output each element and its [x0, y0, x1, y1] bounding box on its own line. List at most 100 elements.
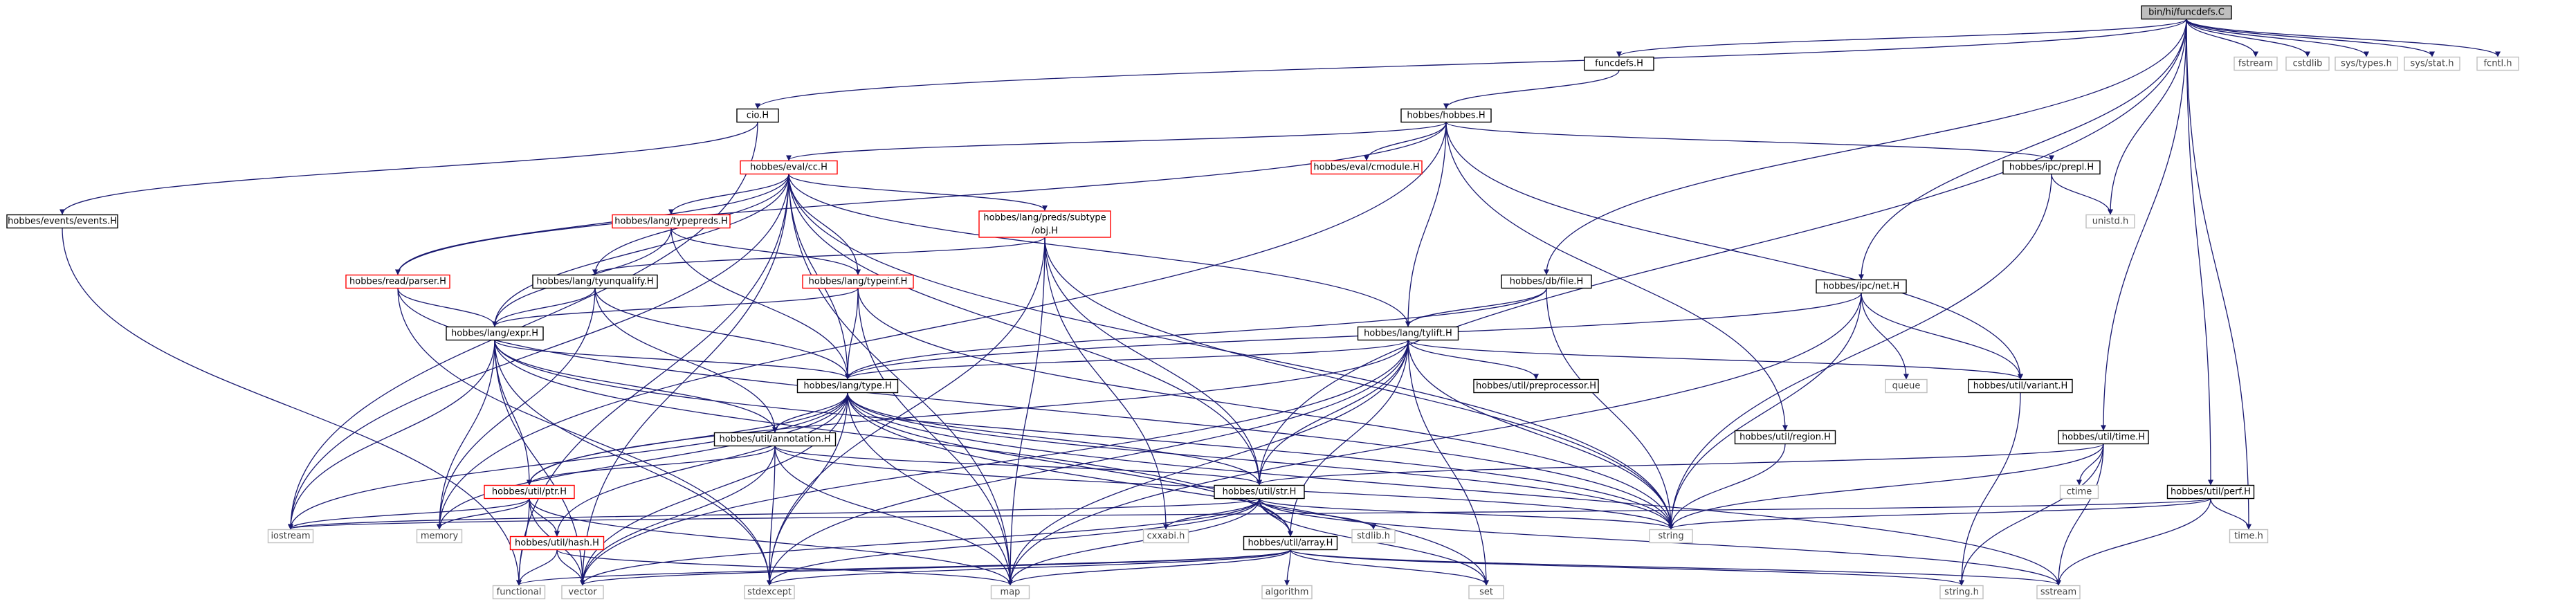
- edge-type_h-to-hash_h: [554, 392, 848, 537]
- node-region_h[interactable]: hobbes/util/region.H: [1734, 430, 1836, 445]
- edge-tylift_h-to-array_h: [1288, 340, 1409, 537]
- edge-root-to-fstream: [2186, 19, 2258, 57]
- edge-root-to-file_h: [1544, 19, 2187, 275]
- edge-net_h-to-variant_h: [1861, 293, 2023, 380]
- node-box-unistd_h: [2085, 214, 2135, 229]
- node-tylift_h[interactable]: hobbes/lang/tylift.H: [1357, 326, 1459, 341]
- node-parser_h[interactable]: hobbes/read/parser.H: [345, 274, 450, 289]
- edge-file_h-to-string: [1546, 288, 1674, 530]
- node-hash_h[interactable]: hobbes/util/hash.H: [509, 536, 605, 551]
- edge-root-to-time_h: [2186, 19, 2251, 530]
- edge-prepl_h-to-string: [1668, 174, 2052, 530]
- edge-region_h-to-string: [1668, 443, 1786, 530]
- node-root[interactable]: bin/hi/funcdefs.C: [2141, 5, 2232, 20]
- edge-type_h-to-annotation_h: [772, 392, 848, 433]
- node-sys_types: sys/types.h: [2335, 56, 2398, 71]
- node-label-array_h: hobbes/util/array.H: [1248, 538, 1333, 549]
- node-str_h[interactable]: hobbes/util/str.H: [1214, 484, 1305, 500]
- node-label-prepl_h: hobbes/ipc/prepl.H: [2009, 163, 2094, 173]
- edges-layer: [60, 18, 2501, 586]
- node-time_h: time.h: [2229, 529, 2269, 544]
- node-box-parser_h: [345, 274, 450, 289]
- edge-str_h-to-stdexcept: [767, 498, 1260, 586]
- node-box-typepreds_h: [612, 214, 731, 229]
- edge-cc_h-to-tylift_h: [788, 174, 1411, 327]
- node-file_h[interactable]: hobbes/db/file.H: [1501, 274, 1592, 289]
- node-net_h[interactable]: hobbes/ipc/net.H: [1816, 279, 1907, 294]
- node-sstream: sstream: [2036, 585, 2081, 600]
- node-hobbes_h[interactable]: hobbes/hobbes.H: [1400, 108, 1492, 123]
- node-label-expr_h: hobbes/lang/expr.H: [451, 329, 538, 339]
- node-box-region_h: [1734, 430, 1836, 445]
- node-variant_h[interactable]: hobbes/util/variant.H: [1968, 378, 2073, 394]
- node-type_h[interactable]: hobbes/lang/type.H: [796, 378, 899, 394]
- node-label-funcdefs_h: funcdefs.H: [1595, 59, 1643, 69]
- node-label-hobbes_h: hobbes/hobbes.H: [1407, 111, 1485, 121]
- node-set: set: [1468, 585, 1504, 600]
- node-ctime: ctime: [2059, 484, 2099, 500]
- node-typeinf_h[interactable]: hobbes/lang/typeinf.H: [802, 274, 914, 289]
- edge-cio_h-to-iostream: [288, 122, 758, 530]
- node-label-tyunqualify_h: hobbes/lang/tyunqualify.H: [536, 277, 653, 287]
- node-label-set: set: [1479, 587, 1493, 598]
- node-prepl_h[interactable]: hobbes/ipc/prepl.H: [2002, 160, 2101, 175]
- edge-expr_h-to-memory: [437, 340, 495, 530]
- node-funcdefs_h[interactable]: funcdefs.H: [1584, 56, 1654, 71]
- node-box-sys_types: [2335, 56, 2398, 71]
- edge-parser_h-to-expr_h: [397, 288, 497, 327]
- node-label-cio_h: cio.H: [747, 111, 769, 121]
- edge-type_h-to-iostream: [288, 392, 848, 530]
- node-label-fstream: fstream: [2238, 59, 2273, 69]
- node-label-sys_types: sys/types.h: [2341, 59, 2392, 69]
- node-label-events_h: hobbes/events/events.H: [8, 217, 117, 227]
- edge-type_h-to-map: [847, 392, 1013, 586]
- node-box-ctime: [2059, 484, 2099, 500]
- edge-cc_h-to-parser_h: [395, 174, 789, 275]
- edge-root-to-cstdlib: [2186, 19, 2310, 57]
- edge-expr_h-to-iostream: [288, 340, 495, 530]
- edge-variant_h-to-string_h: [1959, 392, 2021, 586]
- node-box-variant_h: [1968, 378, 2073, 394]
- edge-tyunqualify_h-to-expr_h: [492, 288, 596, 327]
- edge-type_h-to-set: [847, 392, 1489, 586]
- edge-net_h-to-string: [1668, 293, 1862, 530]
- node-expr_h[interactable]: hobbes/lang/expr.H: [446, 326, 544, 341]
- edge-perf_h-to-sstream: [2056, 498, 2211, 586]
- edge-str_h-to-string: [1259, 497, 1674, 530]
- node-unistd_h: unistd.h: [2085, 214, 2135, 229]
- node-tyunqualify_h[interactable]: hobbes/lang/tyunqualify.H: [532, 274, 658, 289]
- node-box-str_h: [1214, 484, 1305, 500]
- node-label-cstdlib: cstdlib: [2293, 59, 2323, 69]
- node-box-stdlib_h: [1351, 529, 1396, 544]
- edge-subtype_h-to-map: [1007, 237, 1045, 586]
- edge-cc_h-to-typepreds_h: [668, 174, 789, 215]
- node-label-subtype_h: hobbes/lang/preds/subtype/obj.H: [983, 212, 1106, 236]
- node-string_h: string.h: [1939, 585, 1984, 600]
- node-box-set: [1468, 585, 1504, 600]
- node-annotation_h[interactable]: hobbes/util/annotation.H: [713, 432, 837, 447]
- node-cmodule_h[interactable]: hobbes/eval/cmodule.H: [1310, 160, 1423, 175]
- node-cio_h[interactable]: cio.H: [736, 108, 779, 123]
- node-algorithm: algorithm: [1261, 585, 1313, 600]
- node-preprocessor_h[interactable]: hobbes/util/preprocessor.H: [1473, 378, 1599, 394]
- edge-type_h-to-memory: [437, 392, 848, 530]
- edge-time_h_util-to-string: [1668, 443, 2104, 530]
- node-label-ptr_h: hobbes/util/ptr.H: [492, 487, 567, 497]
- node-functional: functional: [492, 585, 546, 600]
- node-time_h_util[interactable]: hobbes/util/time.H: [2058, 430, 2149, 445]
- node-perf_h[interactable]: hobbes/util/perf.H: [2166, 484, 2255, 500]
- node-box-iostream: [267, 529, 314, 544]
- node-typepreds_h[interactable]: hobbes/lang/typepreds.H: [612, 214, 731, 229]
- node-box-string_h: [1939, 585, 1984, 600]
- edge-hobbes_h-to-memory: [437, 122, 1447, 530]
- edge-subtype_h-to-string: [1044, 237, 1674, 530]
- node-label-cmodule_h: hobbes/eval/cmodule.H: [1313, 163, 1419, 173]
- node-events_h[interactable]: hobbes/events/events.H: [6, 214, 118, 229]
- edge-annotation_h-to-str_h: [774, 445, 1262, 486]
- node-subtype_h[interactable]: hobbes/lang/preds/subtype/obj.H: [978, 210, 1111, 238]
- node-array_h[interactable]: hobbes/util/array.H: [1243, 536, 1338, 551]
- node-label-time_h: time.h: [2234, 531, 2263, 542]
- node-box-fstream: [2234, 56, 2278, 71]
- node-ptr_h[interactable]: hobbes/util/ptr.H: [484, 484, 575, 500]
- node-cc_h[interactable]: hobbes/eval/cc.H: [740, 160, 838, 175]
